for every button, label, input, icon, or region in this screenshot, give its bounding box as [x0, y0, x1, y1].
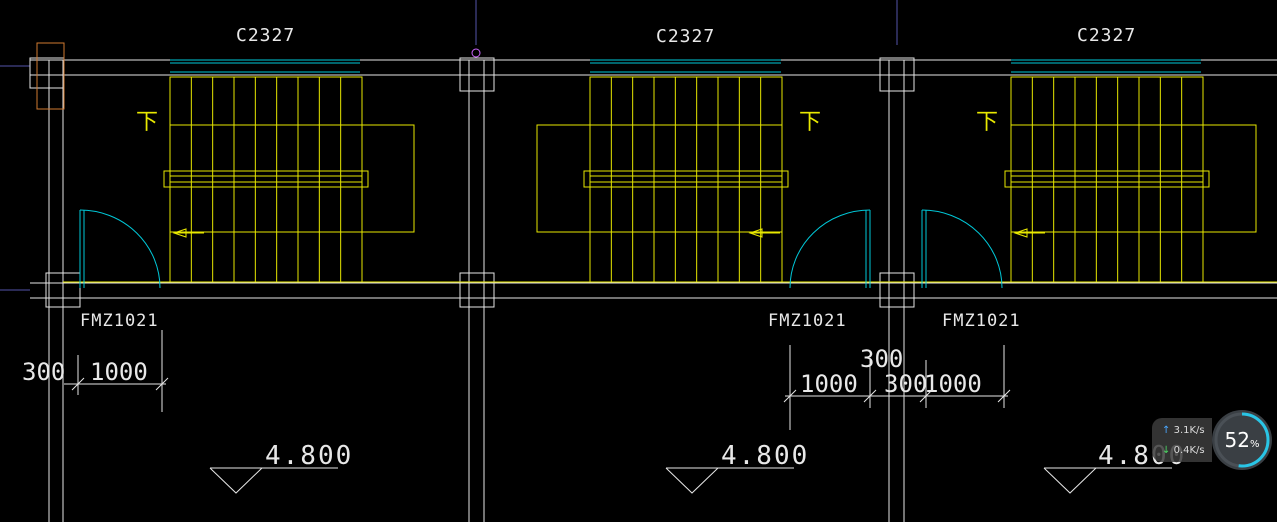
dimension-right-1000-a: 1000 [800, 370, 858, 398]
door-label-1: FMZ1021 [80, 311, 159, 331]
dimension-left-300: 300 [22, 358, 66, 386]
download-row: ↓ 0.4K/s [1162, 445, 1205, 456]
cursor-crosshair [0, 0, 898, 291]
stair-flight-outline-3 [1010, 76, 1204, 283]
download-unit: K/s [1189, 445, 1205, 456]
window-label-2: C2327 [656, 26, 716, 47]
stair-landing-outline-2 [536, 124, 783, 233]
selected-column-outline [36, 42, 65, 110]
door-label-2: FMZ1021 [768, 311, 847, 331]
usage-value: 52 [1224, 428, 1250, 452]
upload-arrow-icon: ↑ [1162, 425, 1171, 436]
pickbox-marker [471, 48, 481, 58]
download-speed: 0.4 [1173, 445, 1190, 456]
stair-down-mark-1: 下 [136, 110, 159, 135]
upload-speed: 3.1 [1173, 425, 1190, 436]
elevation-label-2: 4.800 [721, 441, 810, 471]
download-arrow-icon: ↓ [1162, 445, 1171, 456]
door-swings [79, 209, 1003, 289]
door-label-3: FMZ1021 [942, 311, 1021, 331]
stair-handrail-2 [583, 170, 789, 188]
stair-handrail-1 [163, 170, 369, 188]
network-speed-widget[interactable]: ↑ 3.1K/s ↓ 0.4K/s [1152, 418, 1212, 462]
window-label-3: C2327 [1077, 25, 1137, 46]
dimension-lines [64, 330, 1011, 430]
usage-gauge-ring [1214, 412, 1270, 468]
window-label-1: C2327 [236, 25, 296, 46]
stair-flight-outline-2 [589, 76, 783, 283]
stair-groups [163, 76, 1257, 283]
stair-landing-outline-3 [1010, 124, 1257, 233]
stair-down-mark-3: 下 [976, 110, 999, 135]
stair-flight-outline-1 [169, 76, 363, 283]
dimension-right-1000-b: 1000 [924, 370, 982, 398]
stair-arrow-head-2 [748, 228, 763, 238]
stair-landing-outline-1 [169, 124, 415, 233]
window-symbols [170, 59, 1201, 73]
dimension-left-1000: 1000 [90, 358, 148, 386]
dimension-right-300-top: 300 [860, 345, 904, 373]
elevation-label-1: 4.800 [265, 441, 354, 471]
elevation-markers [209, 467, 1172, 494]
usage-gauge[interactable]: 52% [1212, 410, 1272, 470]
upload-row: ↑ 3.1K/s [1162, 425, 1205, 436]
dimension-right-300-mid: 300 [884, 370, 928, 398]
stair-handrail-3 [1004, 170, 1210, 188]
stair-arrow-head-1 [172, 228, 187, 238]
stair-arrow-head-3 [1013, 228, 1028, 238]
stair-down-mark-2: 下 [799, 110, 822, 135]
usage-unit: % [1249, 439, 1260, 450]
upload-unit: K/s [1189, 425, 1205, 436]
